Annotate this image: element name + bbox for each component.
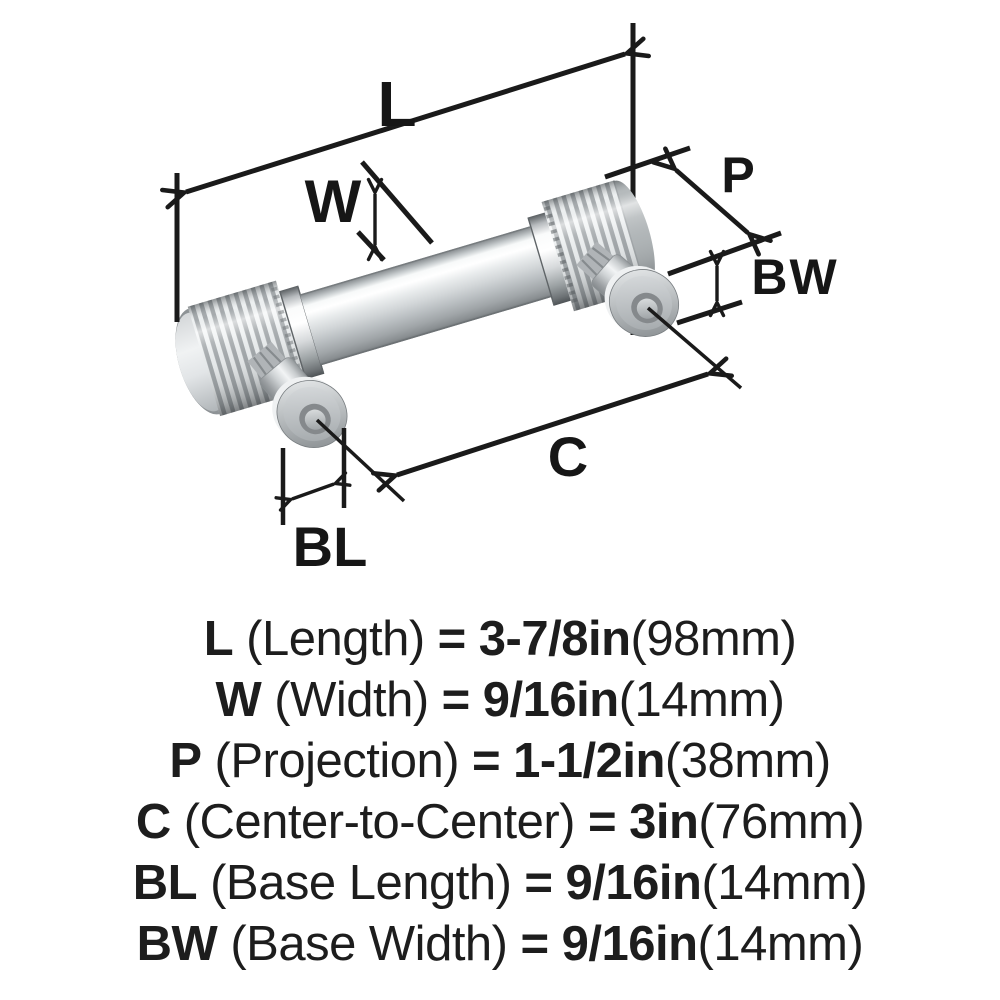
legend-value: 9/16in: [565, 856, 702, 910]
pull-dimension-drawing: L W P BW C BL: [0, 23, 838, 578]
legend-name: (Base Length): [210, 856, 512, 910]
legend-metric: (76mm): [698, 795, 865, 849]
c-dimension-line: [397, 374, 708, 475]
legend-equals: =: [441, 673, 471, 727]
legend-abbr: W: [215, 673, 262, 727]
left-cap-knurl-edge: [270, 286, 306, 387]
legend-value: 3in: [629, 795, 699, 849]
p-dimension-arrow: [676, 170, 748, 233]
legend-equals: =: [520, 917, 550, 971]
w-extension-line-lower: [356, 230, 386, 262]
legend-abbr: P: [169, 734, 202, 788]
left-collar-edge: [279, 291, 307, 379]
label-width: W: [305, 168, 362, 235]
legend-name: (Center-to-Center): [183, 795, 576, 849]
label-center-to-center: C: [548, 425, 588, 488]
legend-row-width: W(Width)=9/16in(14mm): [0, 670, 1000, 731]
legend-row-center-to-center: C(Center-to-Center)=3in(76mm): [0, 792, 1000, 853]
legend-metric: (14mm): [701, 856, 868, 910]
label-length: L: [377, 68, 416, 140]
pull-handle-illustration: [175, 180, 679, 448]
right-cap-knurl-edge: [543, 205, 579, 306]
legend-name: (Base Width): [230, 917, 508, 971]
left-post-spline-ridge3: [252, 356, 269, 378]
legend-equals: =: [437, 612, 467, 666]
legend-name: (Length): [246, 612, 425, 666]
legend-metric: (98mm): [630, 612, 797, 666]
right-post-spline-ridge: [591, 247, 613, 264]
w-extension-line-upper: [360, 160, 434, 245]
legend-abbr: L: [203, 612, 234, 666]
legend-name: (Width): [274, 673, 429, 727]
legend-equals: =: [472, 734, 501, 788]
legend-equals: =: [587, 795, 617, 849]
left-post-spline-ridge: [265, 346, 284, 366]
c-extension-line-left: [315, 418, 406, 503]
legend-abbr: BL: [132, 856, 198, 910]
legend-metric: (14mm): [618, 673, 785, 727]
dimension-lines: [177, 54, 782, 525]
legend-name: (Projection): [214, 734, 460, 788]
bar: [299, 225, 553, 366]
label-base-width: BW: [751, 249, 838, 305]
legend-value: 1-1/2in: [513, 734, 665, 788]
legend-metric: (14mm): [697, 917, 864, 971]
bw-extension-line-lower: [676, 299, 743, 326]
label-base-length: BL: [293, 515, 368, 578]
left-post-spline-ridge2: [259, 351, 277, 372]
dimension-legend: L(Length)=3-7/8in(98mm) W(Width)=9/16in(…: [0, 609, 1000, 975]
legend-abbr: C: [135, 795, 171, 849]
right-collar-edge: [527, 218, 555, 305]
right-collar: [527, 211, 573, 306]
legend-abbr: BW: [136, 917, 218, 971]
legend-row-projection: P(Projection)=1-1/2in(38mm): [0, 731, 1000, 792]
right-post-spline-ridge3: [581, 259, 600, 279]
legend-value: 3-7/8in: [478, 612, 631, 666]
right-post-spline-ridge2: [586, 253, 607, 271]
bl-dimension-arrow: [274, 471, 352, 512]
legend-row-base-width: BW(Base Width)=9/16in(14mm): [0, 914, 1000, 975]
legend-value: 9/16in: [561, 917, 698, 971]
label-projection: P: [721, 147, 754, 203]
bar-bottom-edge: [320, 295, 553, 366]
legend-row-length: L(Length)=3-7/8in(98mm): [0, 609, 1000, 670]
legend-value: 9/16in: [482, 673, 619, 727]
left-collar: [279, 285, 325, 380]
legend-row-base-length: BL(Base Length)=9/16in(14mm): [0, 853, 1000, 914]
bar-top-edge: [299, 225, 533, 296]
l-dimension-line: [186, 54, 625, 192]
legend-metric: (38mm): [664, 734, 831, 788]
legend-equals: =: [524, 856, 553, 910]
